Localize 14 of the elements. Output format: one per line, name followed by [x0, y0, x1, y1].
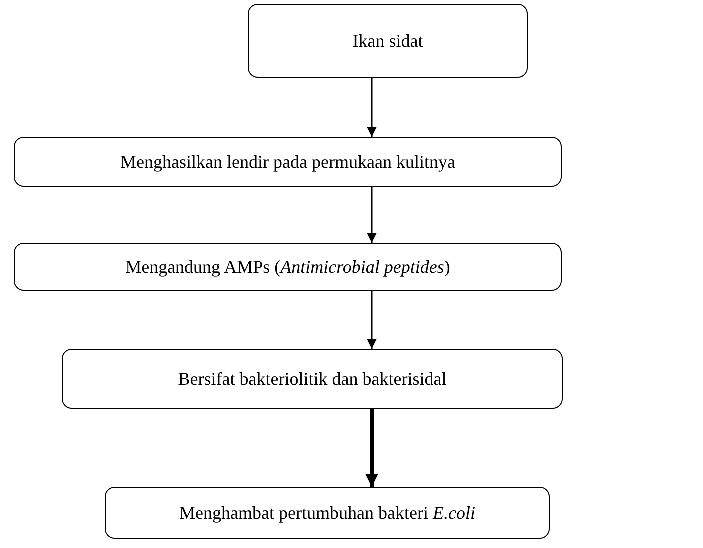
step-text: Bersifat bakteriolitik dan bakterisidal: [178, 368, 447, 390]
step-text: Ikan sidat: [352, 30, 424, 52]
process-box: [14, 243, 562, 291]
process-box: [248, 4, 528, 78]
arrow: [366, 409, 378, 487]
process-box: [14, 137, 562, 187]
process-box: [105, 487, 550, 539]
process-box: [62, 349, 563, 409]
arrow: [367, 187, 377, 243]
step-text: Menghambat pertumbuhan bakteri E.coli: [180, 502, 476, 524]
step-text: Menghasilkan lendir pada permukaan kulitnya: [120, 152, 456, 172]
arrow: [367, 78, 377, 137]
step-text: Mengandung AMPs (Antimicrobial peptides): [126, 256, 450, 278]
arrow: [367, 291, 377, 349]
